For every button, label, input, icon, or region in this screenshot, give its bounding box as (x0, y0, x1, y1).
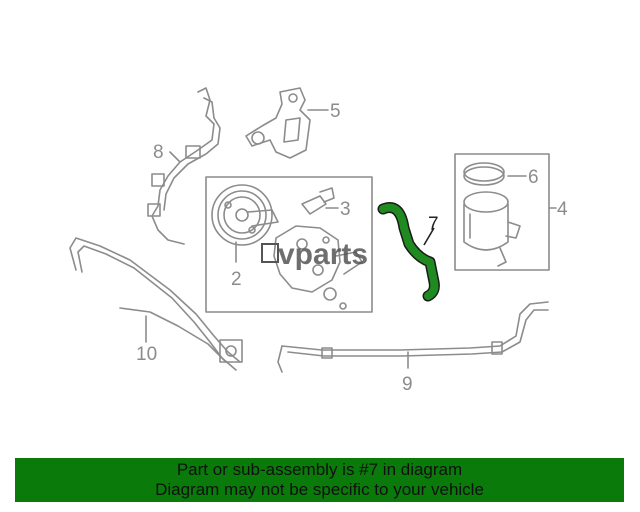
part-3-fitting[interactable] (301, 187, 335, 215)
pump-assembly-box (205, 176, 373, 313)
banner-line-1: Part or sub-assembly is #7 in diagram (176, 460, 463, 479)
watermark-text: vparts (278, 238, 368, 271)
callout-9: 9 (402, 374, 413, 395)
part-8-line[interactable] (147, 87, 221, 245)
callout-2: 2 (231, 269, 242, 290)
pump-body[interactable] (273, 225, 363, 310)
part-6-cap[interactable] (463, 162, 505, 186)
part-5-bracket[interactable] (245, 87, 311, 159)
part-info-banner: Part or sub-assembly is #7 in diagram Di… (15, 458, 624, 502)
callout-8: 8 (153, 142, 164, 163)
callout-7: 7 (428, 214, 439, 235)
callout-10: 10 (136, 344, 157, 365)
leader-lines (145, 109, 557, 369)
leader-line-7 (423, 227, 435, 246)
callout-6: 6 (528, 167, 539, 188)
part-2-pulley[interactable] (211, 184, 279, 246)
part-10-line[interactable] (69, 237, 243, 371)
part-7-hose-highlight[interactable] (377, 202, 440, 302)
callout-4: 4 (557, 199, 568, 220)
reservoir-body[interactable] (463, 191, 521, 267)
callout-3: 3 (340, 199, 351, 220)
callout-5: 5 (330, 101, 341, 122)
reservoir-assembly-box (454, 153, 550, 271)
vparts-watermark-logo: vparts (261, 238, 368, 271)
part-9-line[interactable] (277, 301, 549, 373)
banner-line-2: Diagram may not be specific to your vehi… (155, 480, 484, 499)
